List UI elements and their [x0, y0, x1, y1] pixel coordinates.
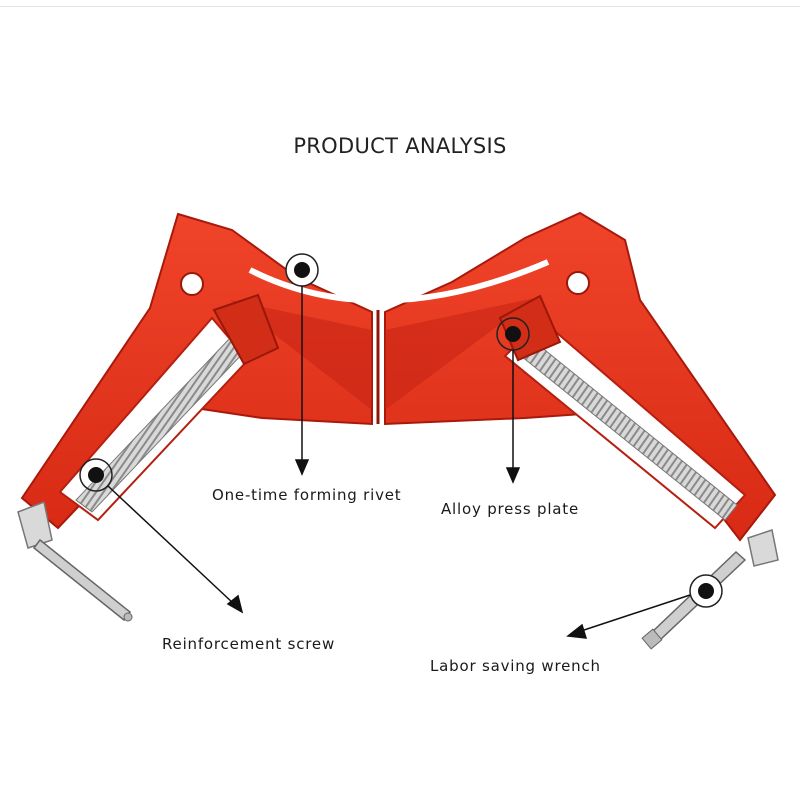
label-rivet: One-time forming rivet: [212, 486, 402, 504]
screw-marker: [79, 458, 113, 492]
right-wrench-collar: [747, 529, 779, 567]
left-mount-hole: [180, 272, 204, 296]
right-mount-hole: [566, 271, 590, 295]
rivet-arrow: [294, 286, 310, 476]
wrench-marker: [689, 574, 723, 608]
label-screw: Reinforcement screw: [162, 635, 336, 653]
left-press-plate: [212, 293, 280, 366]
plate-arrow: [505, 350, 521, 484]
label-press-plate: Alloy press plate: [441, 500, 579, 518]
label-wrench: Labor saving wrench: [430, 657, 601, 675]
top-divider: [0, 6, 800, 7]
page-title: PRODUCT ANALYSIS: [293, 134, 507, 158]
left-wrench-handle: [32, 538, 132, 622]
screw-arrow: [107, 485, 244, 614]
wrench-arrow: [566, 594, 691, 639]
left-wrench-collar: [17, 500, 53, 549]
rivet-marker: [285, 253, 319, 287]
right-press-plate: [498, 294, 562, 362]
